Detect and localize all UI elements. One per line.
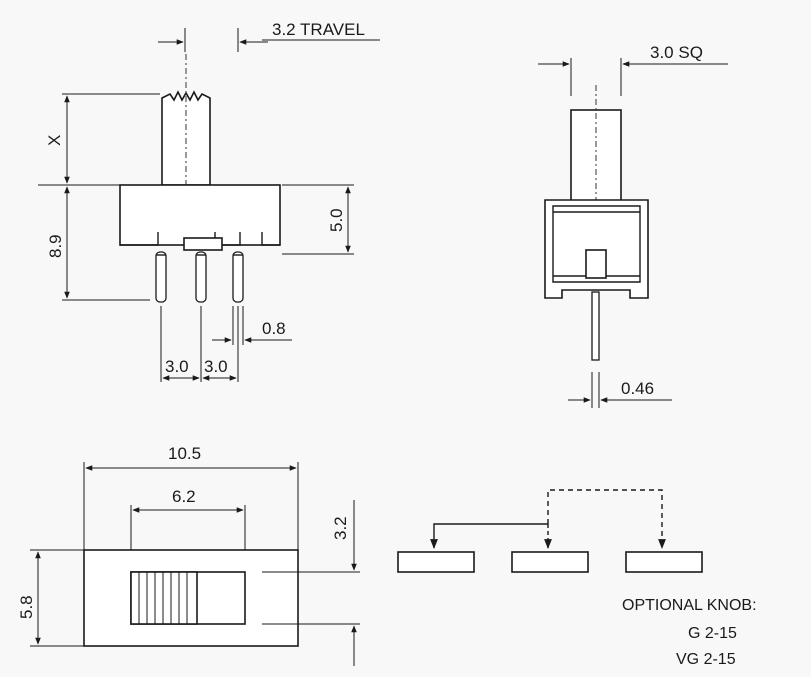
knob-offset-dimension: 3.2 xyxy=(331,516,350,540)
slot-length-dimension: 6.2 xyxy=(172,487,196,506)
top-knob xyxy=(130,571,198,625)
knob-option-1: G 2-15 xyxy=(688,625,737,642)
pin-left xyxy=(155,251,167,303)
end-pin xyxy=(591,291,600,361)
pin-right xyxy=(232,251,244,303)
travel-dimension: 3.2 TRAVEL xyxy=(272,20,365,39)
terminal-3 xyxy=(625,551,703,573)
pin-width-dimension: 0.8 xyxy=(262,319,286,338)
knob-option-2: VG 2-15 xyxy=(676,651,736,668)
end-housing xyxy=(544,199,649,299)
pin-thickness-dimension: 0.46 xyxy=(621,379,654,398)
top-view: 10.5 6.2 3.2 5.8 xyxy=(17,444,360,666)
knob-ridges xyxy=(138,572,188,624)
pin-pitch-left-dimension: 3.0 xyxy=(165,357,189,376)
height-total-dimension: 8.9 xyxy=(46,234,65,258)
width-dimension: 5.8 xyxy=(17,595,36,619)
overall-length-dimension: 10.5 xyxy=(168,444,201,463)
optional-knob-label: OPTIONAL KNOB: xyxy=(622,597,757,614)
switch-housing xyxy=(119,184,281,246)
notes: OPTIONAL KNOB: G 2-15 VG 2-15 xyxy=(622,597,757,668)
pin-center xyxy=(195,251,207,303)
pin-pitch-right-dimension: 3.0 xyxy=(204,357,228,376)
body-height-dimension: 5.0 xyxy=(327,208,346,232)
side-view: 3.2 TRAVEL X 8.9 5.0 xyxy=(38,20,380,382)
end-view: 3.0 SQ 0.46 xyxy=(538,43,728,408)
terminal-1 xyxy=(397,551,475,573)
knob-square-dimension: 3.0 SQ xyxy=(650,43,703,62)
circuit-schematic xyxy=(397,489,703,573)
terminal-2 xyxy=(511,551,589,573)
x-dimension: X xyxy=(45,135,64,146)
